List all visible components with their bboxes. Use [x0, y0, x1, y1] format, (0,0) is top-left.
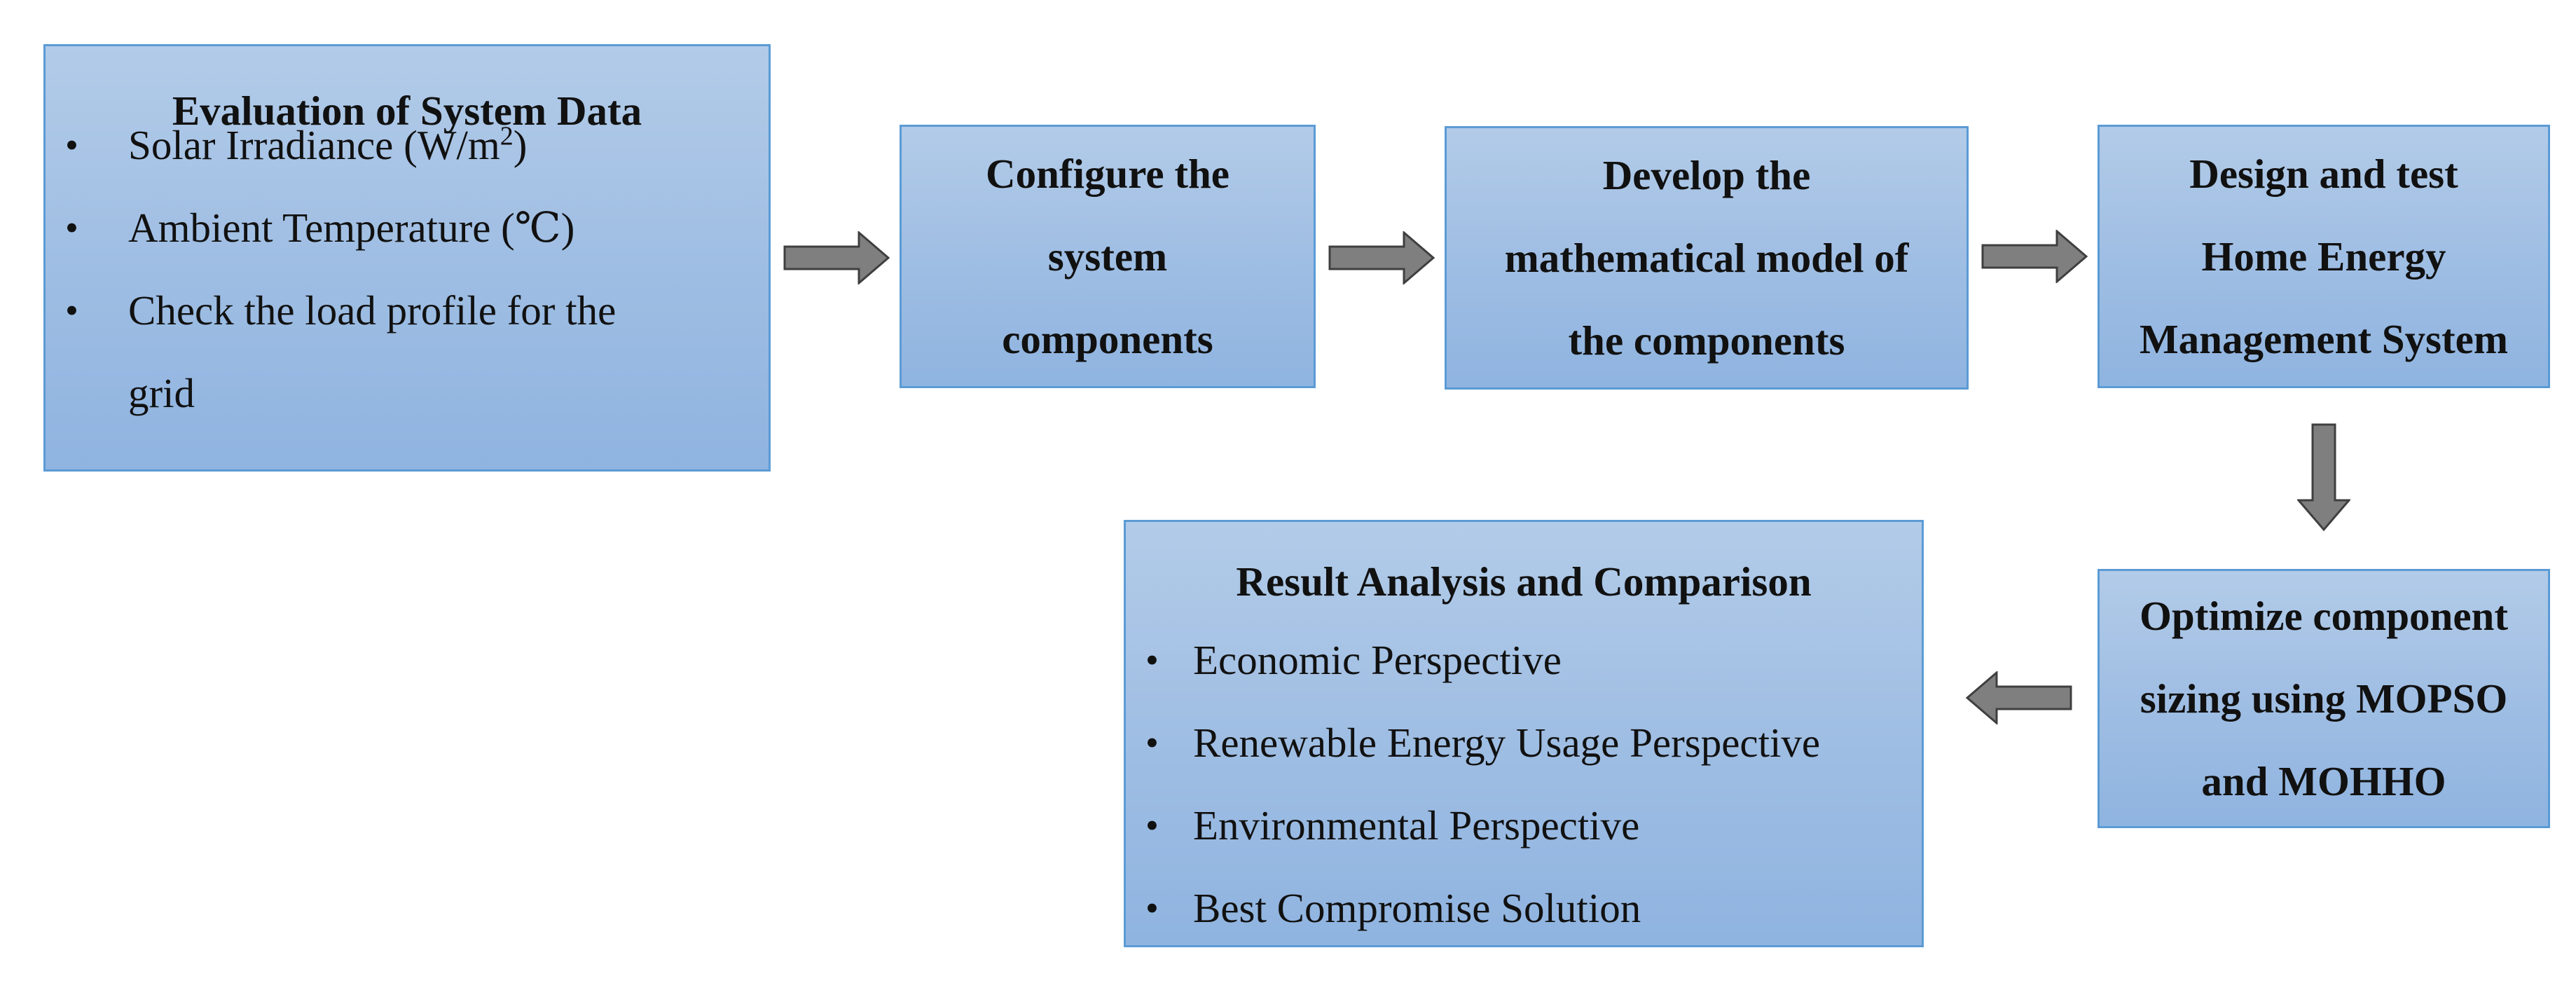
- evaluation-item-text: grid: [128, 370, 195, 416]
- optimize-title: Optimize component sizing using MOPSO an…: [2139, 593, 2509, 804]
- configure-title: Configure the system components: [986, 151, 1230, 362]
- result-item-text: Economic Perspective: [1193, 637, 1562, 683]
- bullet: •: [1145, 887, 1159, 929]
- right-arrow-icon: [783, 231, 890, 284]
- develop-title: Develop the mathematical model of the co…: [1504, 152, 1909, 364]
- result-title: Result Analysis and Comparison: [1236, 558, 1812, 605]
- right-arrow-icon: [1328, 231, 1435, 284]
- evaluation-item-text: Check the load profile for the: [128, 287, 617, 334]
- evaluation-item-text: Ambient Temperature (℃): [128, 205, 575, 251]
- right-arrow-icon: [1981, 230, 2088, 283]
- bullet: •: [1145, 804, 1159, 846]
- bullet: •: [1145, 722, 1159, 764]
- optimize-box: Optimize component sizing using MOPSO an…: [2098, 569, 2550, 828]
- bullet: •: [1145, 639, 1159, 681]
- result-item-text: Environmental Perspective: [1193, 802, 1640, 848]
- bullet: •: [65, 207, 78, 249]
- design-box: Design and test Home Energy Management S…: [2098, 125, 2550, 388]
- evaluation-item-text: Solar Irradiance (W/m2): [128, 121, 528, 168]
- down-arrow-icon: [2297, 423, 2350, 532]
- result-box: Result Analysis and Comparison • Economi…: [1124, 520, 1924, 947]
- left-arrow-icon: [1966, 671, 2072, 724]
- bullet: •: [65, 124, 78, 166]
- evaluation-title: Evaluation of System Data: [172, 88, 642, 134]
- result-item-text: Best Compromise Solution: [1193, 885, 1641, 931]
- design-title: Design and test Home Energy Management S…: [2140, 151, 2508, 362]
- develop-box: Develop the mathematical model of the co…: [1445, 126, 1969, 390]
- evaluation-box: Evaluation of System Data • Solar Irradi…: [43, 44, 771, 472]
- bullet: •: [65, 289, 78, 331]
- result-item-text: Renewable Energy Usage Perspective: [1193, 720, 1821, 766]
- configure-box: Configure the system components: [900, 125, 1316, 388]
